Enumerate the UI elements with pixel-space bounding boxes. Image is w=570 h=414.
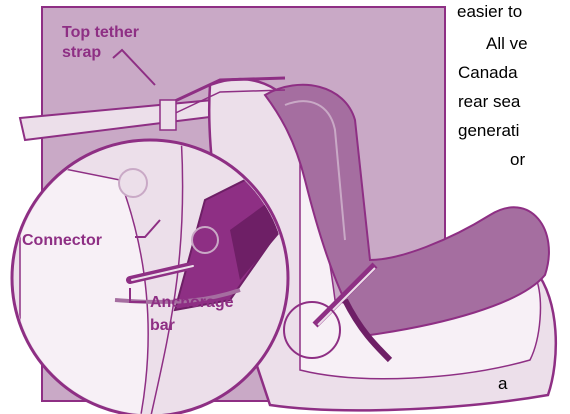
inset-seal-dark — [192, 227, 218, 253]
inset-seal-light — [119, 169, 147, 197]
tether-hook — [160, 100, 176, 130]
text-fragment-4: rear sea — [458, 92, 520, 112]
label-top-tether-line2: strap — [62, 44, 101, 61]
label-connector: Connector — [22, 232, 102, 249]
text-fragment-7: a — [498, 374, 507, 394]
label-top-tether-line1: Top tether — [62, 24, 139, 41]
text-fragment-2: All ve — [486, 34, 528, 54]
text-fragment-5: generati — [458, 121, 519, 141]
label-anchorage-line1: Anchorage — [150, 294, 234, 311]
text-fragment-3: Canada — [458, 63, 518, 83]
label-anchorage-line2: bar — [150, 317, 175, 334]
text-fragment-1: easier to — [457, 2, 522, 22]
text-fragment-6: or — [510, 150, 525, 170]
